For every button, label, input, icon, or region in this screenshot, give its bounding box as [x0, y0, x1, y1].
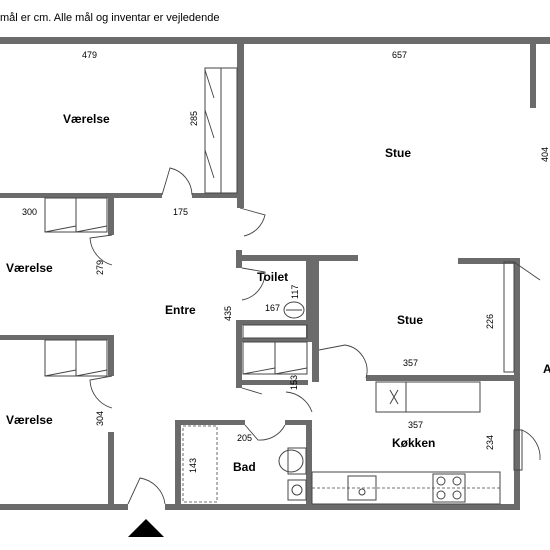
dim-143: 143: [188, 458, 198, 473]
dim-226: 226: [485, 314, 495, 329]
kitchen-counter-island: [375, 381, 481, 413]
wardrobe-vaerelse-3: [44, 339, 108, 377]
kitchen-counter-bottom: [311, 471, 501, 505]
dim-404: 404: [540, 147, 550, 162]
wardrobe-vaerelse-2: [44, 197, 108, 233]
dim-153: 153: [289, 375, 299, 390]
header-note: mål er cm. Alle mål og inventar er vejle…: [0, 12, 220, 24]
room-vaerelse-bottom: Værelse: [6, 413, 53, 427]
dim-435: 435: [223, 306, 233, 321]
dim-175: 175: [173, 207, 188, 217]
room-koekken: Køkken: [392, 436, 435, 450]
room-entre: Entre: [165, 303, 196, 317]
dim-285: 285: [189, 111, 199, 126]
dim-117: 117: [290, 285, 300, 299]
dim-300: 300: [22, 207, 37, 217]
dim-357-top: 357: [403, 358, 418, 368]
dim-167: 167: [265, 303, 280, 313]
room-vaerelse-top: Værelse: [63, 112, 110, 126]
dim-357-bottom: 357: [408, 420, 423, 430]
right-edge-openings: [503, 261, 541, 471]
dim-234: 234: [485, 435, 495, 450]
dim-279: 279: [95, 260, 105, 275]
walls: [0, 37, 550, 510]
door-swings: [89, 167, 368, 505]
wardrobe-entre: [242, 324, 308, 375]
dim-479: 479: [82, 50, 97, 60]
room-stue-top: Stue: [385, 146, 411, 160]
dim-304: 304: [95, 411, 105, 426]
dimension-labels: 479 657 404 285 300 175 279 435 167 117 …: [22, 50, 550, 473]
room-toilet: Toilet: [257, 270, 288, 284]
room-labels: Værelse Værelse Værelse Stue Stue Entre …: [6, 112, 550, 474]
wardrobe-top: [204, 67, 238, 194]
room-bad: Bad: [233, 460, 256, 474]
toilet-fixture: [283, 301, 305, 319]
dim-657: 657: [392, 50, 407, 60]
dim-205: 205: [237, 433, 252, 443]
bad-fixtures: [182, 425, 307, 503]
room-cut-right: A: [543, 362, 550, 376]
entrance-arrow-icon: [128, 519, 164, 537]
room-stue-lower: Stue: [397, 313, 423, 327]
room-vaerelse-middle: Værelse: [6, 261, 53, 275]
